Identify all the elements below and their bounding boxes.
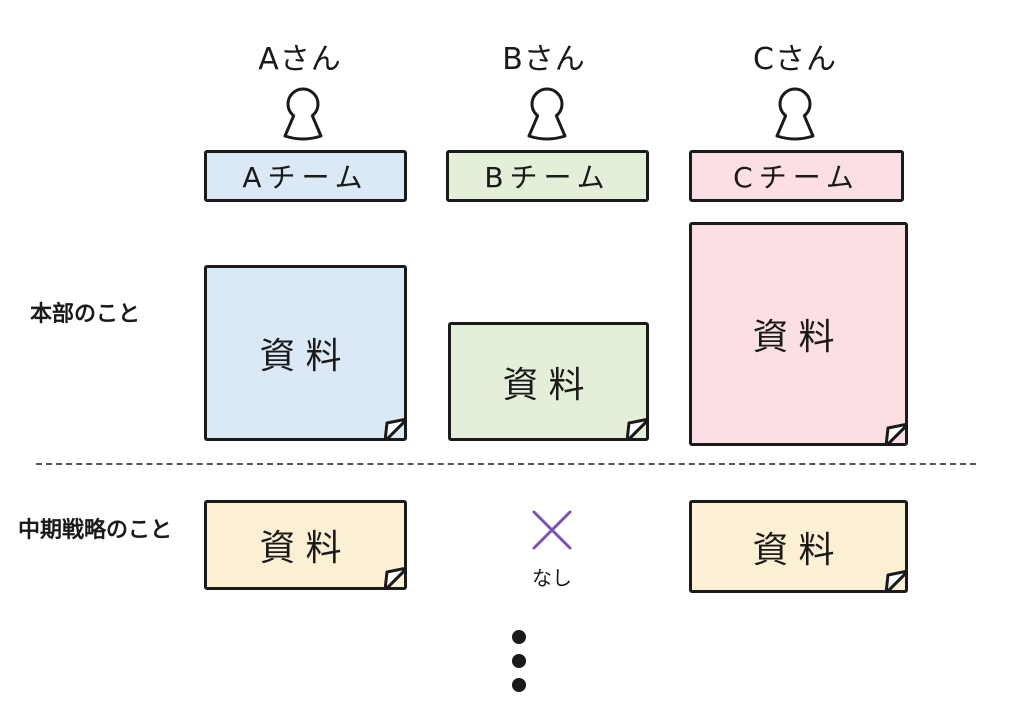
document-a-honbu: 資料	[204, 265, 407, 441]
person-icon-b	[527, 87, 567, 141]
document-label: 資料	[502, 364, 595, 406]
team-label-a: Aチーム	[242, 161, 369, 194]
team-box-c: Cチーム	[689, 150, 904, 202]
page-curl-icon	[884, 422, 908, 446]
team-box-a: Aチーム	[204, 150, 407, 202]
page-curl-icon	[625, 417, 649, 441]
person-icon-c	[775, 87, 815, 141]
document-a-chuki: 資料	[204, 500, 407, 590]
document-b-honbu: 資料	[448, 322, 649, 441]
document-label: 資料	[752, 317, 845, 358]
none-label-b: なし	[532, 566, 572, 590]
document-label: 資料	[259, 336, 352, 377]
document-label: 資料	[752, 529, 845, 571]
none-x-icon	[532, 510, 572, 550]
team-box-b: Bチーム	[446, 150, 649, 202]
document-label: 資料	[259, 528, 352, 569]
person-name-c: Cさん	[753, 42, 837, 77]
page-curl-icon	[383, 566, 407, 590]
person-name-b: Bさん	[502, 42, 586, 77]
vertical-ellipsis-icon	[512, 630, 526, 692]
page-curl-icon	[884, 569, 908, 593]
team-label-b: Bチーム	[484, 161, 611, 194]
team-label-c: Cチーム	[733, 161, 860, 194]
person-name-a: Aさん	[258, 42, 342, 77]
page-curl-icon	[383, 417, 407, 441]
row-label-honbu: 本部のこと	[30, 302, 141, 327]
row-label-chuki: 中期戦略のこと	[18, 518, 173, 543]
document-c-honbu: 資料	[689, 222, 908, 446]
person-icon-a	[283, 87, 323, 141]
row-divider	[36, 463, 976, 465]
document-c-chuki: 資料	[689, 500, 908, 593]
